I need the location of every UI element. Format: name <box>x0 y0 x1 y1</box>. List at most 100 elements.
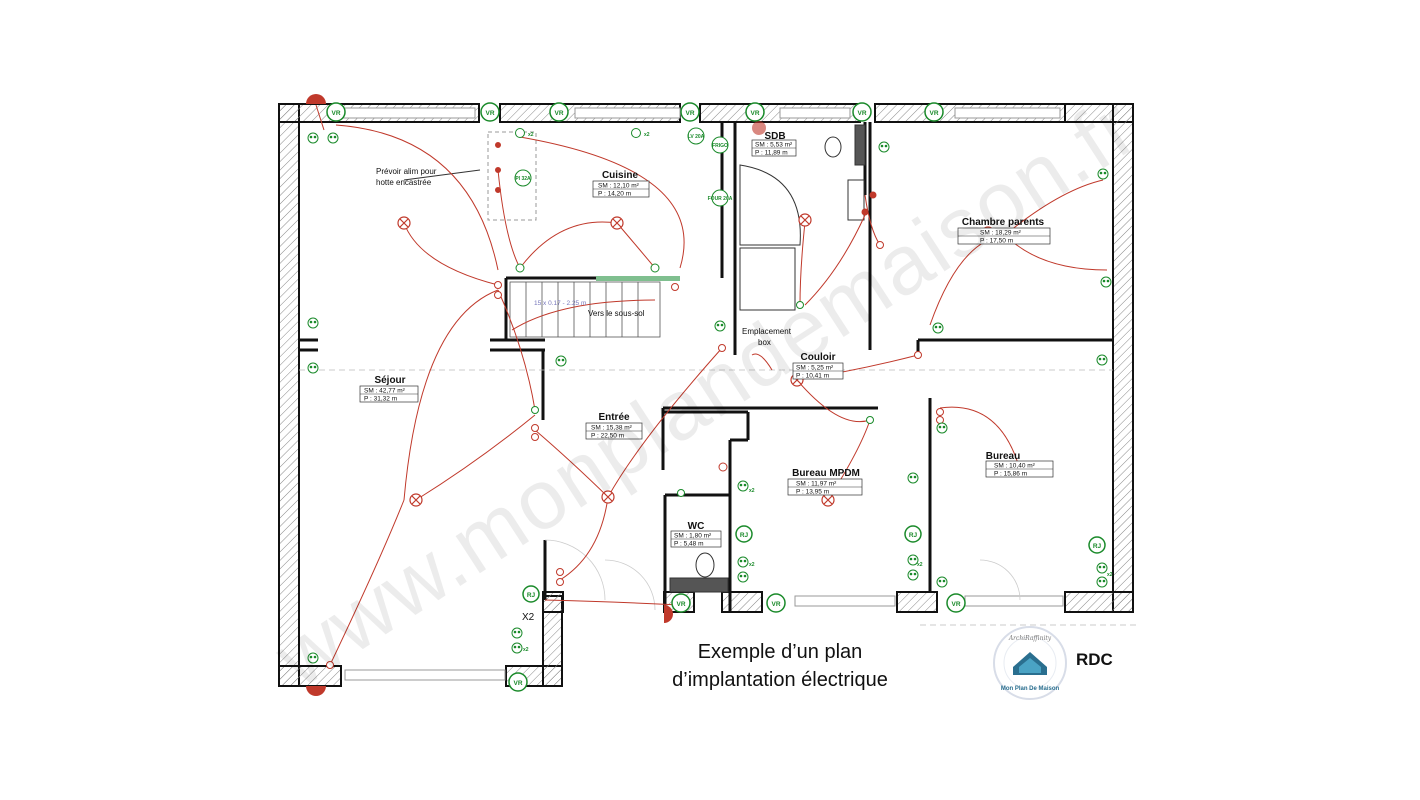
switch-icon <box>531 424 539 432</box>
hotte-note-line2: hotte encastrée <box>376 178 432 187</box>
window-5 <box>344 669 506 681</box>
x2-tag: x2 <box>644 132 650 138</box>
hotte-arrow <box>403 169 481 181</box>
stairs-rail <box>596 276 680 281</box>
vr-tag: VR <box>680 102 700 122</box>
outlet-icon <box>866 416 874 424</box>
door-swing-bureau <box>979 559 1021 601</box>
logo: ArchiRaffinity Mon Plan De Maison <box>993 626 1067 700</box>
socket-red-icon <box>495 167 501 173</box>
outlet-icon <box>307 362 319 374</box>
rj-tag: RJ <box>904 525 922 543</box>
room-chambre: Chambre parents SM : 18,29 m² P : 17,50 … <box>957 217 1051 245</box>
wire <box>534 429 609 498</box>
wire <box>796 379 871 423</box>
outlet-icon <box>307 132 319 144</box>
window-3 <box>779 107 851 119</box>
svg-text:FRIGO: FRIGO <box>712 143 728 149</box>
vr-tag: VR <box>946 593 966 613</box>
windows <box>339 107 1064 681</box>
vr-tag: VR <box>508 672 528 692</box>
room-chambre-perimeter: P : 17,50 m <box>980 238 1013 245</box>
socket-red-icon <box>495 187 501 193</box>
wire <box>607 347 723 498</box>
outlet-icon <box>932 322 944 334</box>
outlet-icon <box>796 301 804 309</box>
outlet-icon <box>936 576 948 588</box>
toilet-wc <box>695 552 715 578</box>
outlet-icon <box>907 569 919 581</box>
room-labels: Cuisine SM : 12,10 m² P : 14,20 m SDB SM… <box>359 131 1054 548</box>
vr-tag: VR <box>480 102 500 122</box>
guide-lines <box>299 369 1140 626</box>
svg-text:VR: VR <box>331 110 340 117</box>
room-entree-perimeter: P : 22,50 m <box>591 433 624 440</box>
window-4 <box>954 107 1061 119</box>
switch-icon <box>494 291 502 299</box>
vr-tag: VR <box>671 593 691 613</box>
box-note-line2: box <box>758 338 771 347</box>
circuit-tags: VR VR VR VR VR VR VR VR VR VR VR RJ RJ R… <box>326 102 1113 692</box>
wire <box>804 214 866 306</box>
svg-text:RJ: RJ <box>740 532 749 539</box>
light-icon <box>409 493 423 507</box>
wire <box>544 599 681 606</box>
rj-tag: RJ <box>522 585 540 603</box>
room-couloir: Couloir SM : 5,25 m² P : 10,41 m <box>792 352 844 380</box>
shower-tray <box>739 247 796 311</box>
room-bureau-mpdm: Bureau MPDM SM : 11,97 m² P : 13,95 m <box>787 468 863 496</box>
box-note-line1: Emplacement <box>742 327 792 336</box>
outlet-icon <box>1096 562 1108 574</box>
switch-icon <box>494 281 502 289</box>
switch-icon <box>556 568 564 576</box>
room-bureau-mpdm-area: SM : 11,97 m² <box>796 481 837 488</box>
outlet-icon <box>737 571 749 583</box>
room-sdb-perimeter: P : 11,89 m <box>755 150 788 157</box>
wire <box>335 124 499 271</box>
wire <box>415 414 536 501</box>
bathtub <box>739 164 801 246</box>
outlet-icon <box>1096 576 1108 588</box>
outlet-icon <box>1097 168 1109 180</box>
room-entree-name: Entrée <box>598 412 630 423</box>
kitchen-sockets <box>515 263 874 497</box>
vr-tag: VR <box>852 102 872 122</box>
svg-text:VR: VR <box>951 601 960 608</box>
bathroom-fixtures <box>669 124 866 593</box>
room-bureau: Bureau SM : 10,40 m² P : 15,86 m <box>985 451 1054 478</box>
x2-tag: x2 <box>523 647 529 653</box>
vr-tag: VR <box>326 102 346 122</box>
svg-text:RJ: RJ <box>1093 543 1102 550</box>
outlet-icon <box>307 317 319 329</box>
outlet-icon <box>1096 354 1108 366</box>
switch-icon <box>556 578 564 586</box>
switch-icon <box>326 661 334 669</box>
socket-red-icon <box>861 208 869 216</box>
light-icon <box>610 216 624 230</box>
fan-icon <box>752 121 766 135</box>
svg-text:PI 32A: PI 32A <box>515 176 531 182</box>
exterior-light-icon <box>306 94 326 104</box>
outlet-icon <box>515 263 525 273</box>
stairs-dimension: 15 x 0.17 - 2.25 m <box>534 300 586 307</box>
outlet-icon <box>737 480 749 492</box>
outlet-icon <box>878 141 890 153</box>
x2-tag: x2 <box>749 488 755 494</box>
hotte-area <box>487 131 537 221</box>
wc-cistern <box>669 577 729 593</box>
outlet-icon <box>714 320 726 332</box>
switch-icon <box>531 433 539 441</box>
svg-text:VR: VR <box>554 110 563 117</box>
room-cuisine-area: SM : 12,10 m² <box>598 183 640 190</box>
wire <box>403 222 499 286</box>
room-cuisine-name: Cuisine <box>602 170 639 181</box>
wall-left <box>278 103 300 687</box>
logo-top-text: ArchiRaffinity <box>1008 635 1052 642</box>
caption: Exemple d’un plan d’implantation électri… <box>620 638 940 694</box>
outlet-icon <box>907 554 919 566</box>
exterior-lights <box>306 94 766 696</box>
svg-text:FOUR 20A: FOUR 20A <box>708 196 733 202</box>
stairs-arrow <box>511 299 656 331</box>
wire <box>403 289 499 501</box>
room-bureau-area: SM : 10,40 m² <box>994 463 1036 470</box>
